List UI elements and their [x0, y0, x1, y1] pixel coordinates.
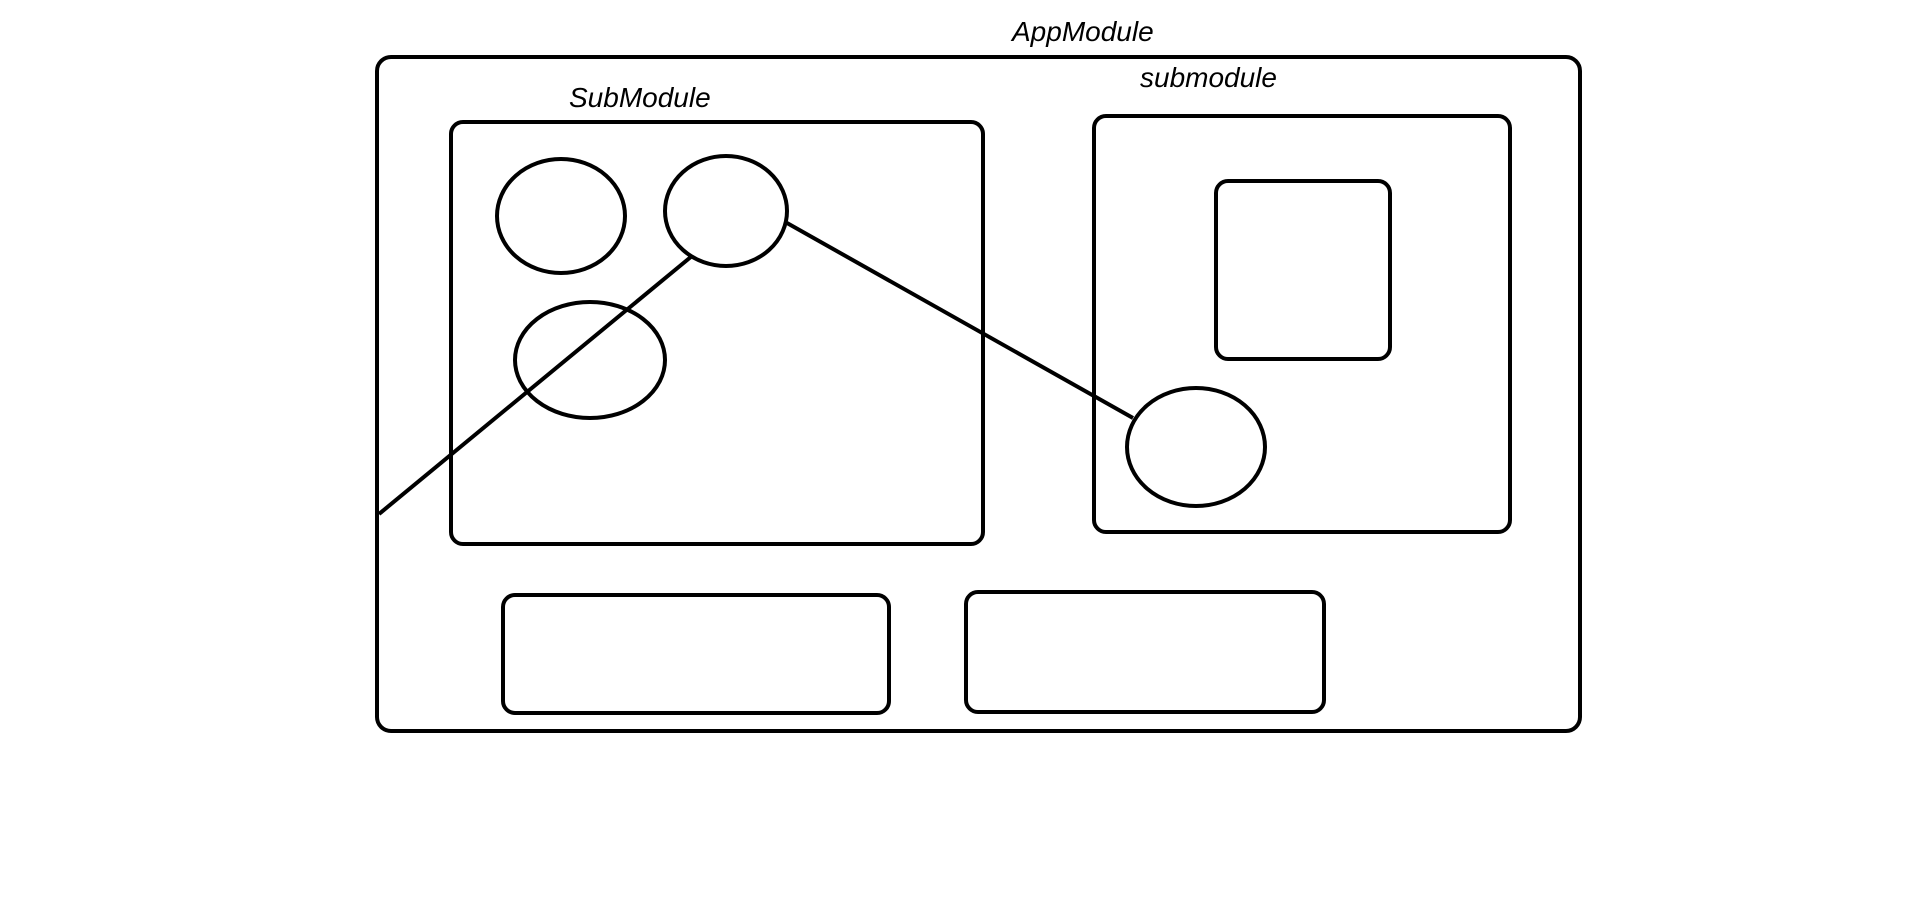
app-module-label: AppModule — [1012, 16, 1154, 47]
sub-module-left-box — [449, 120, 985, 546]
component-ellipse-3 — [513, 300, 667, 420]
bottom-box-right — [964, 590, 1326, 714]
component-ellipse-4 — [1125, 386, 1267, 508]
connector-line-right — [786, 221, 1134, 420]
sub-module-left-label: SubModule — [569, 82, 711, 113]
sub-module-right-box — [1092, 114, 1512, 534]
component-ellipse-2 — [663, 154, 789, 268]
bottom-box-left — [501, 593, 891, 715]
sub-module-right-label: submodule — [1140, 62, 1277, 93]
app-module-box — [375, 55, 1582, 733]
inner-component-box — [1214, 179, 1392, 361]
connector-line-left — [377, 254, 694, 516]
component-ellipse-1 — [495, 157, 627, 275]
